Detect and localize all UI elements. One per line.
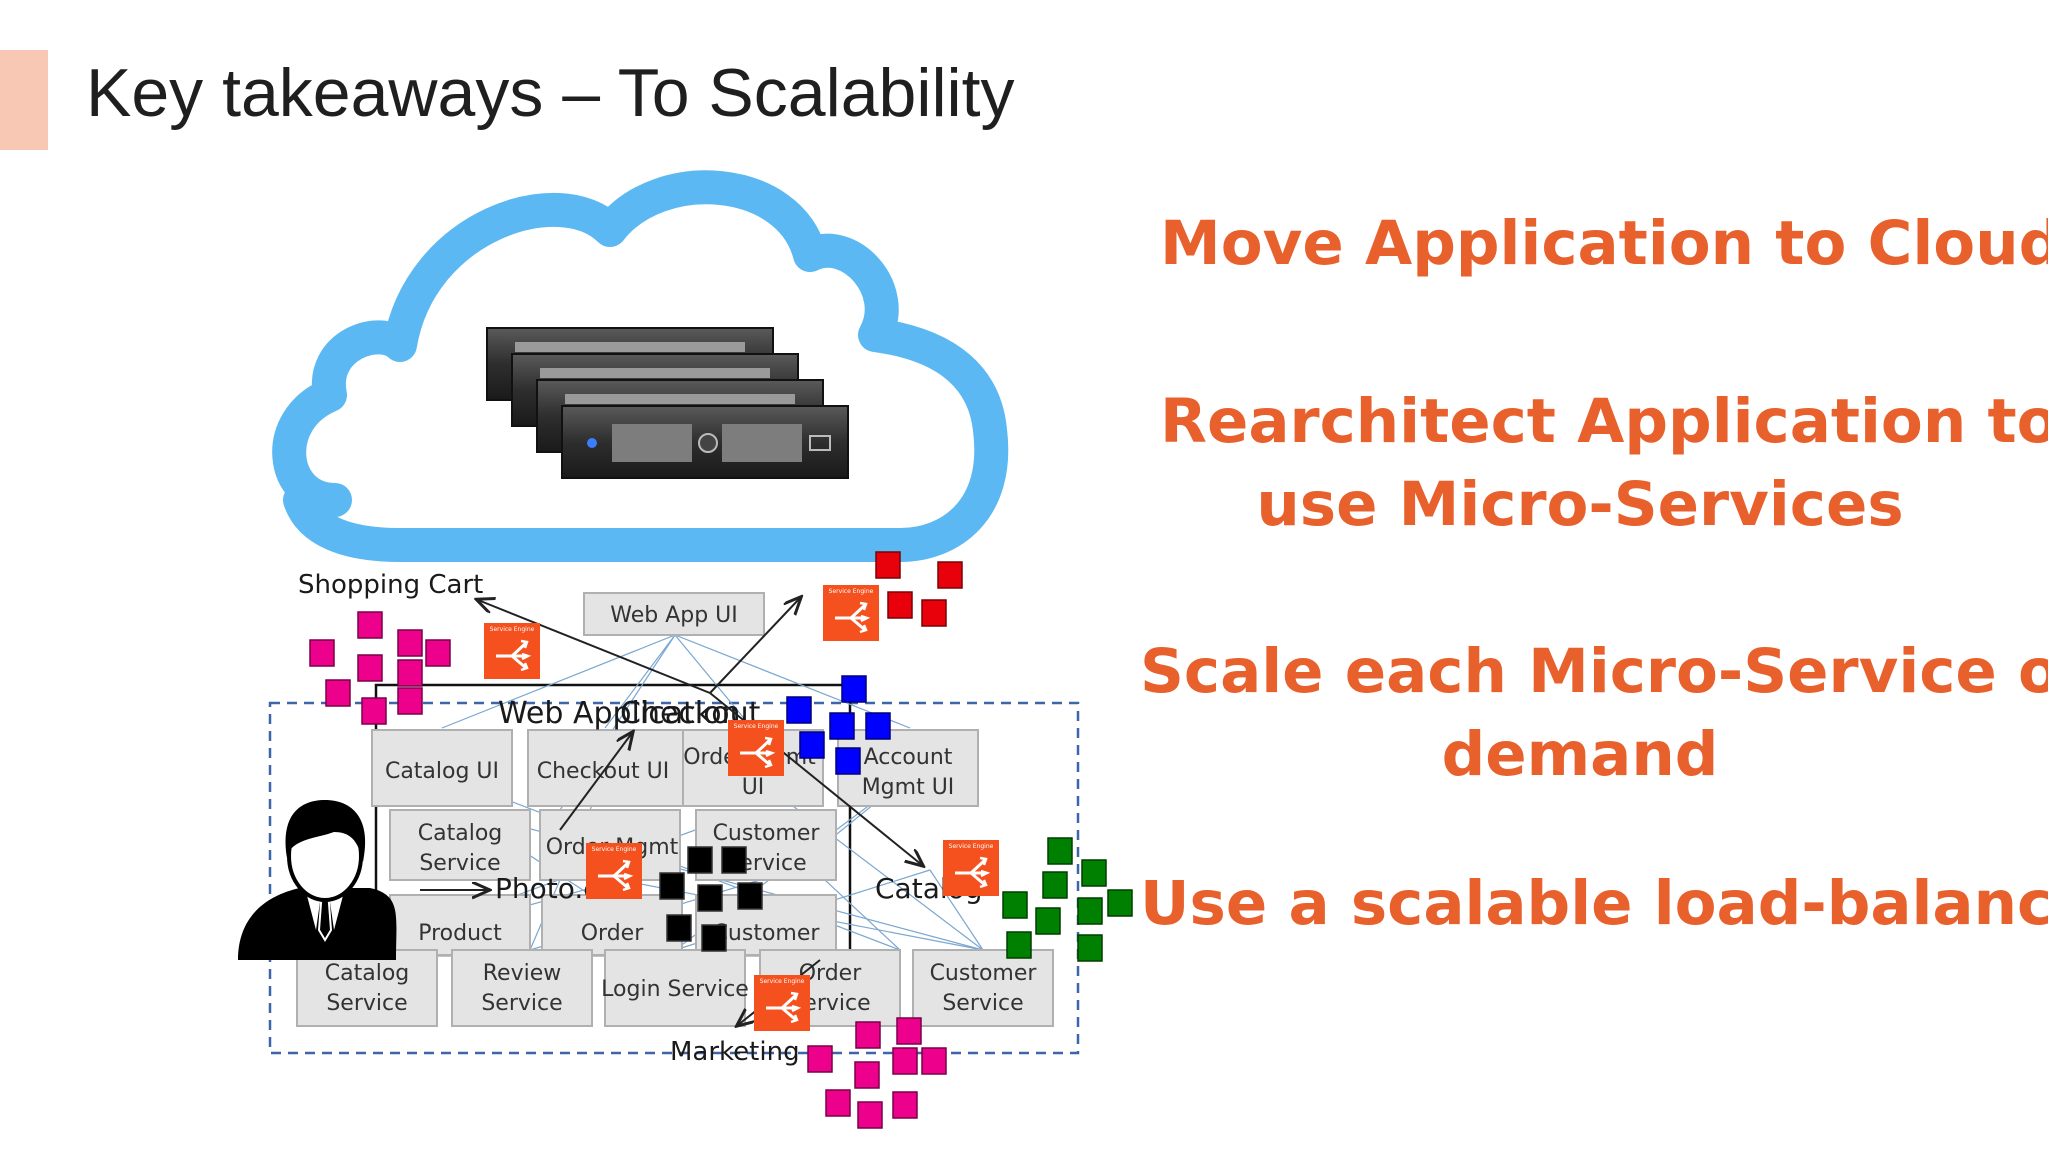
- instance-cluster-magenta-top: [309, 611, 451, 725]
- instance-cluster-red: [875, 551, 963, 627]
- takeaway-rearchitect: Rearchitect Application to use Micro-Ser…: [1160, 380, 2048, 546]
- instance-cluster-green: [1002, 837, 1133, 962]
- slide-title: Key takeaways – To Scalability: [86, 55, 1015, 131]
- service-engine-icon: [941, 838, 1001, 898]
- web-app-ui-box: Web App UI: [583, 592, 765, 636]
- takeaway-line: Use a scalable load-balancer: [1140, 868, 2048, 939]
- customer-label: Customer: [713, 921, 821, 946]
- takeaway-line: Move Application to Cloud: [1160, 208, 2048, 279]
- shopping-cart-label: Shopping Cart: [298, 570, 483, 600]
- web-application-label: Web Application: [498, 696, 741, 731]
- product-label: Product: [418, 921, 502, 946]
- order-label: Order: [581, 921, 644, 946]
- login-service-box: Login Service: [601, 949, 749, 1027]
- takeaway-line: Scale each Micro-Service on: [1140, 636, 2048, 707]
- title-accent-bar: [0, 50, 48, 150]
- service-engine-icon: [482, 621, 542, 681]
- service-engine-icon: [821, 583, 881, 643]
- takeaway-scale-on-demand: Scale each Micro-Service on demand: [1140, 630, 2048, 796]
- service-engine-icon: [752, 973, 812, 1033]
- web-app-ui-label: Web App UI: [610, 603, 738, 628]
- instance-cluster-magenta-bottom: [807, 1017, 947, 1129]
- takeaway-line: use Micro-Services: [1256, 469, 1904, 540]
- catalog-ui-box: Catalog UI: [371, 729, 513, 807]
- order-box: Order: [541, 894, 683, 956]
- marketing-label: Marketing: [670, 1037, 800, 1067]
- takeaway-line: demand: [1441, 719, 1719, 790]
- service-engine-icon: [726, 718, 786, 778]
- takeaway-load-balancer: Use a scalable load-balancer: [1140, 862, 2048, 945]
- takeaway-line: Rearchitect Application to: [1160, 386, 2048, 457]
- server-rack-icon: [486, 327, 849, 479]
- user-avatar-icon: [238, 800, 397, 960]
- takeaway-move-to-cloud: Move Application to Cloud: [1160, 202, 2048, 285]
- instance-cluster-black: [659, 846, 763, 952]
- product-box: Product: [389, 894, 531, 956]
- catalog-ui-label: Catalog UI: [385, 759, 499, 784]
- login-service-label: Login Service: [601, 977, 749, 1002]
- instance-cluster-blue: [786, 675, 891, 775]
- service-engine-icon: [584, 841, 644, 901]
